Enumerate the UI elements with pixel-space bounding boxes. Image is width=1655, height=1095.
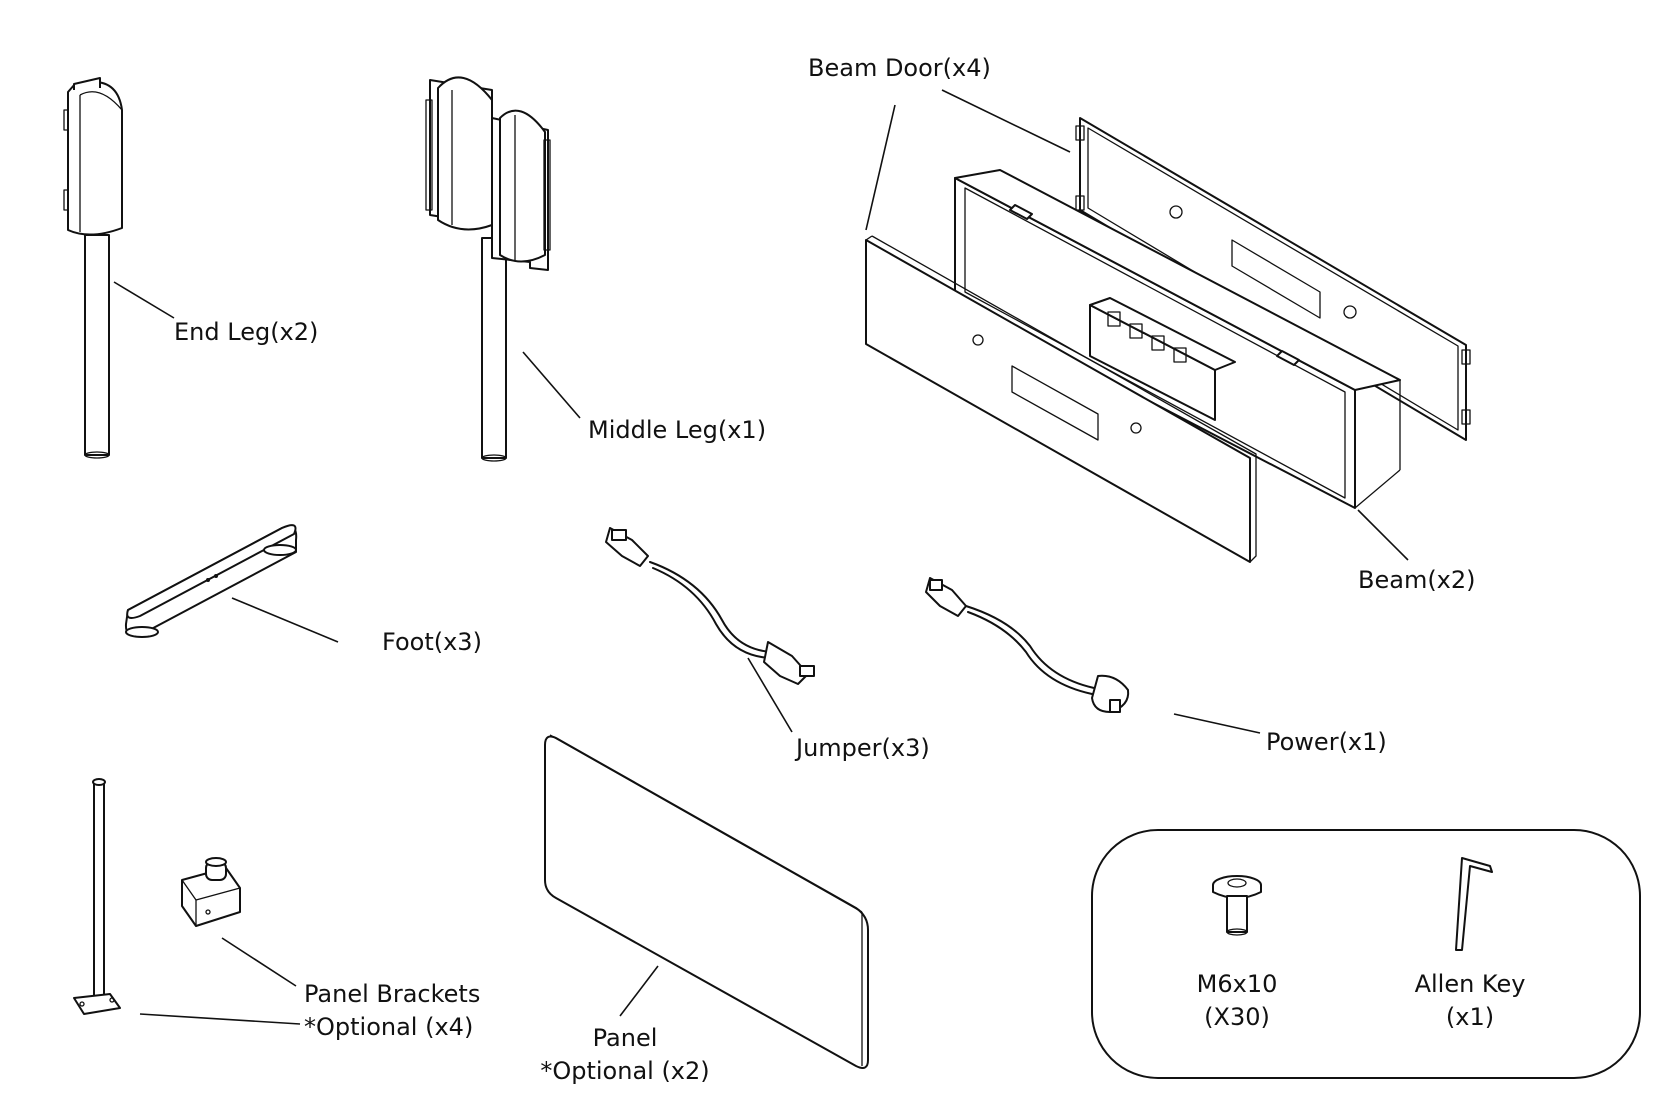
allen-key-label: Allen Key bbox=[1414, 970, 1526, 998]
beam-label: Beam(x2) bbox=[1358, 566, 1476, 594]
panel-bracket-block-drawing bbox=[181, 857, 241, 927]
middle-leg-label: Middle Leg(x1) bbox=[588, 416, 767, 444]
allen-key-count-label: (x1) bbox=[1445, 1003, 1495, 1031]
power-cable-drawing bbox=[925, 577, 1130, 713]
beam-door-label: Beam Door(x4) bbox=[808, 54, 991, 82]
foot-label: Foot(x3) bbox=[382, 628, 482, 656]
panel-optional-label: *Optional (x2) bbox=[540, 1057, 710, 1085]
foot-drawing bbox=[124, 524, 298, 638]
leader-lines bbox=[113, 89, 1409, 1025]
jumper-label: Jumper(x3) bbox=[796, 734, 930, 762]
hardware-box bbox=[1091, 829, 1641, 1079]
power-label: Power(x1) bbox=[1266, 728, 1387, 756]
panel-brackets-label: Panel Brackets bbox=[304, 980, 481, 1008]
allen-key-icon bbox=[1455, 857, 1493, 951]
screw-count-label: (X30) bbox=[1204, 1003, 1270, 1031]
panel-brackets-optional-label: *Optional (x4) bbox=[304, 1013, 474, 1041]
panel-bracket-post-drawing bbox=[73, 778, 121, 1015]
middle-leg-drawing bbox=[425, 76, 551, 462]
end-leg-label: End Leg(x2) bbox=[174, 318, 319, 346]
jumper-drawing bbox=[605, 527, 815, 685]
beam-door-drawing bbox=[1075, 117, 1471, 441]
screw-icon bbox=[1212, 875, 1262, 936]
end-leg-drawing bbox=[63, 77, 123, 459]
screw-label: M6x10 bbox=[1196, 970, 1278, 998]
front-beam-door-drawing bbox=[865, 235, 1257, 563]
panel-drawing bbox=[544, 734, 869, 1069]
beam-drawing bbox=[954, 169, 1401, 509]
panel-label: Panel bbox=[592, 1024, 658, 1052]
